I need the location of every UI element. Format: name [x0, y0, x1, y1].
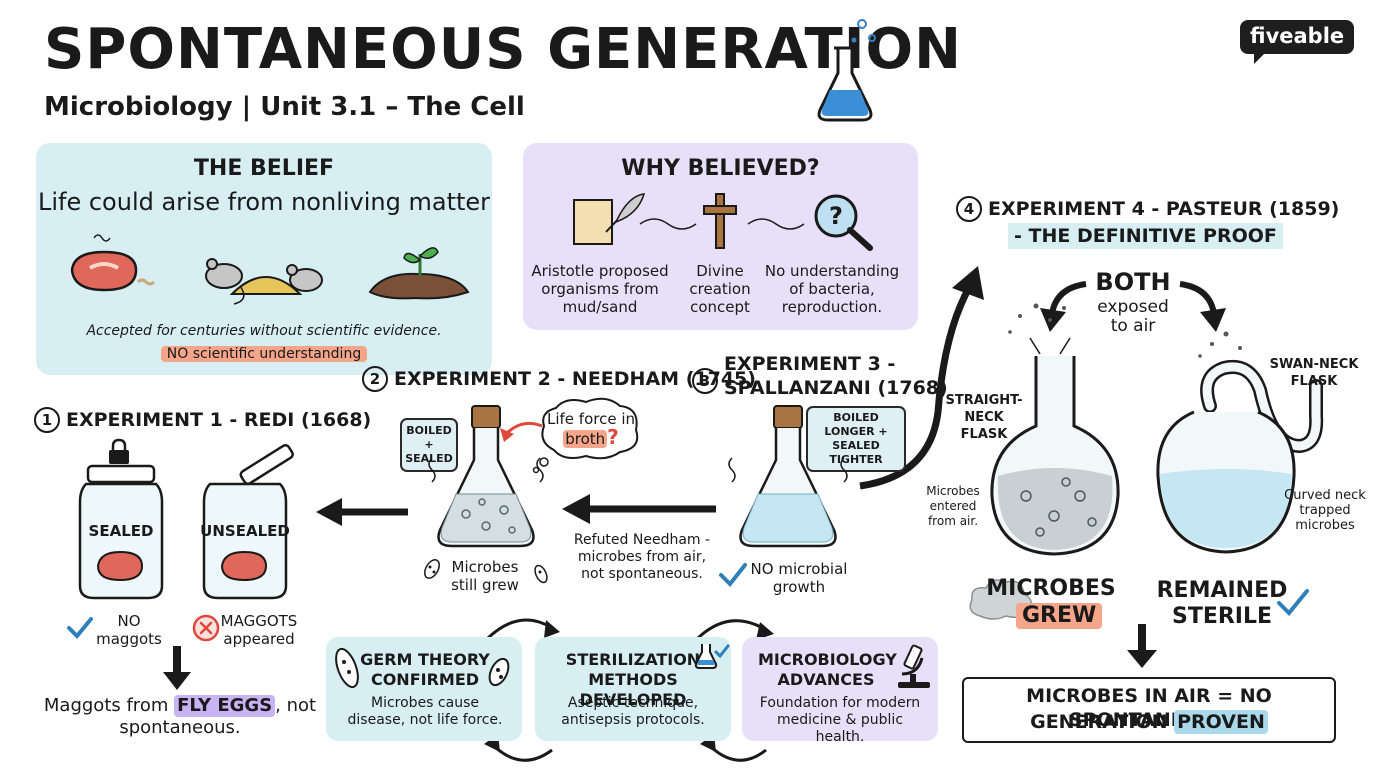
bacteria-icon — [335, 647, 359, 689]
microscope-icon — [898, 644, 930, 688]
arrow-down-exp4 — [1127, 624, 1157, 668]
flask-icon — [817, 19, 876, 122]
arrow-down-exp1 — [163, 646, 191, 690]
thought-text: Life force in broth? — [546, 410, 635, 449]
page-title: SPONTANEOUS GENERATION — [44, 17, 963, 82]
jar-unsealed-label: UNSEALED — [200, 522, 290, 540]
sealed-jar — [78, 464, 164, 600]
arrow-curve-exp3-to-exp4 — [859, 266, 984, 490]
straight-neck-label: STRAIGHT-NECK FLASK — [945, 393, 1023, 442]
red-curved-arrow — [500, 421, 543, 442]
exp2-result: Microbes still grew — [451, 558, 519, 594]
check-icon — [1277, 589, 1309, 616]
arrow-left-exp2-to-exp1 — [316, 498, 408, 526]
check-icon — [67, 617, 93, 639]
belief-statement: Life could arise from nonliving matter — [37, 188, 491, 216]
exposed-label: exposed to air — [1097, 297, 1169, 336]
why-heading: WHY BELIEVED? — [621, 156, 820, 181]
result-no-maggots: NO maggots — [96, 612, 162, 648]
exp3-label: 3EXPERIMENT 3 -SPALLANZANI (1768) — [692, 352, 948, 400]
belief-highlight: NO scientific understanding — [160, 346, 368, 362]
outcome-microbiology-heading: MICROBIOLOGY ADVANCES — [758, 650, 897, 689]
swan-neck-flask — [1156, 331, 1324, 554]
exp1-conclusion: Maggots from FLY EGGS, not spontaneous. — [43, 695, 317, 738]
straight-neck-flask — [990, 303, 1120, 556]
cycle-arrows — [484, 618, 774, 762]
microbe-icon — [534, 564, 548, 584]
microbes-grew-line2: GREW — [1016, 603, 1103, 629]
unsealed-jar — [202, 444, 294, 600]
why-item-no-understanding: No understanding of bacteria, reproducti… — [764, 262, 900, 316]
belief-note: Accepted for centuries without scientifi… — [86, 323, 442, 339]
outcome-germ-text: Microbes cause disease, not life force. — [347, 695, 503, 728]
scroll-quill-icon — [573, 193, 646, 245]
microbes-entered-note: Microbes entered from air. — [926, 484, 980, 528]
sprout-mud-icon — [368, 247, 470, 300]
cross-icon — [703, 193, 737, 249]
final-line2: GENERATION PROVEN — [962, 710, 1336, 734]
meat-icon — [70, 234, 156, 292]
outcome-microbiology-text: Foundation for modern medicine & public … — [759, 695, 921, 745]
check-icon — [719, 563, 747, 588]
remained-sterile-line1: REMAINED — [1156, 578, 1288, 603]
exp4-sublabel: - THE DEFINITIVE PROOF — [1008, 223, 1283, 249]
final-conclusion-box — [962, 677, 1336, 743]
jar-sealed-label: SEALED — [88, 522, 154, 540]
why-item-aristotle: Aristotle proposed organisms from mud/sa… — [531, 262, 669, 316]
why-item-divine: Divine creation concept — [689, 262, 751, 316]
outcome-sterilization — [535, 637, 731, 741]
microbe-icon — [424, 559, 440, 579]
swan-neck-label: SWAN-NECK FLASK — [1269, 357, 1359, 389]
outcome-sterilization-heading: STERILIZATION METHODS DEVELOPED — [565, 650, 701, 709]
curved-neck-note: Curved neck trapped microbes — [1284, 488, 1366, 533]
both-label: BOTH — [1095, 268, 1171, 296]
x-circle-icon — [192, 614, 220, 642]
remained-sterile-line2: STERILE — [1171, 604, 1273, 629]
outcome-microbiology — [742, 637, 938, 741]
magnifier-icon: ? — [814, 194, 873, 251]
cloud-icon — [969, 579, 1032, 620]
result-maggots-appeared: MAGGOTS appeared — [220, 612, 298, 648]
both-arrows — [1040, 281, 1226, 332]
page-subtitle: Microbiology | Unit 3.1 – The Cell — [44, 92, 525, 122]
exp3-result: NO microbial growth — [750, 560, 848, 596]
exp3-callout: BOILED LONGER + SEALED TIGHTER — [806, 406, 906, 472]
outcome-germ-heading: GERM THEORY CONFIRMED — [360, 650, 490, 689]
arrow-left-exp3-to-exp2 — [562, 494, 716, 524]
needham-flask — [428, 405, 544, 548]
microbes-grew-line1: MICROBES — [986, 576, 1116, 601]
svg-text:?: ? — [829, 202, 843, 230]
virus-icon — [488, 657, 510, 687]
lock-icon — [109, 438, 129, 464]
spallanzani-flask — [728, 405, 848, 548]
outcome-sterilization-text: Aseptic technique, antisepsis protocols. — [561, 695, 705, 728]
mice-grain-icon — [205, 258, 323, 305]
belief-heading: THE BELIEF — [193, 156, 335, 181]
exp3-refute: Refuted Needham - microbes from air, not… — [573, 532, 711, 582]
flask-check-icon — [694, 644, 730, 669]
why-connectors — [639, 218, 805, 230]
outcome-germ-theory — [326, 637, 522, 741]
fiveable-logo: fiveable — [1240, 20, 1355, 64]
